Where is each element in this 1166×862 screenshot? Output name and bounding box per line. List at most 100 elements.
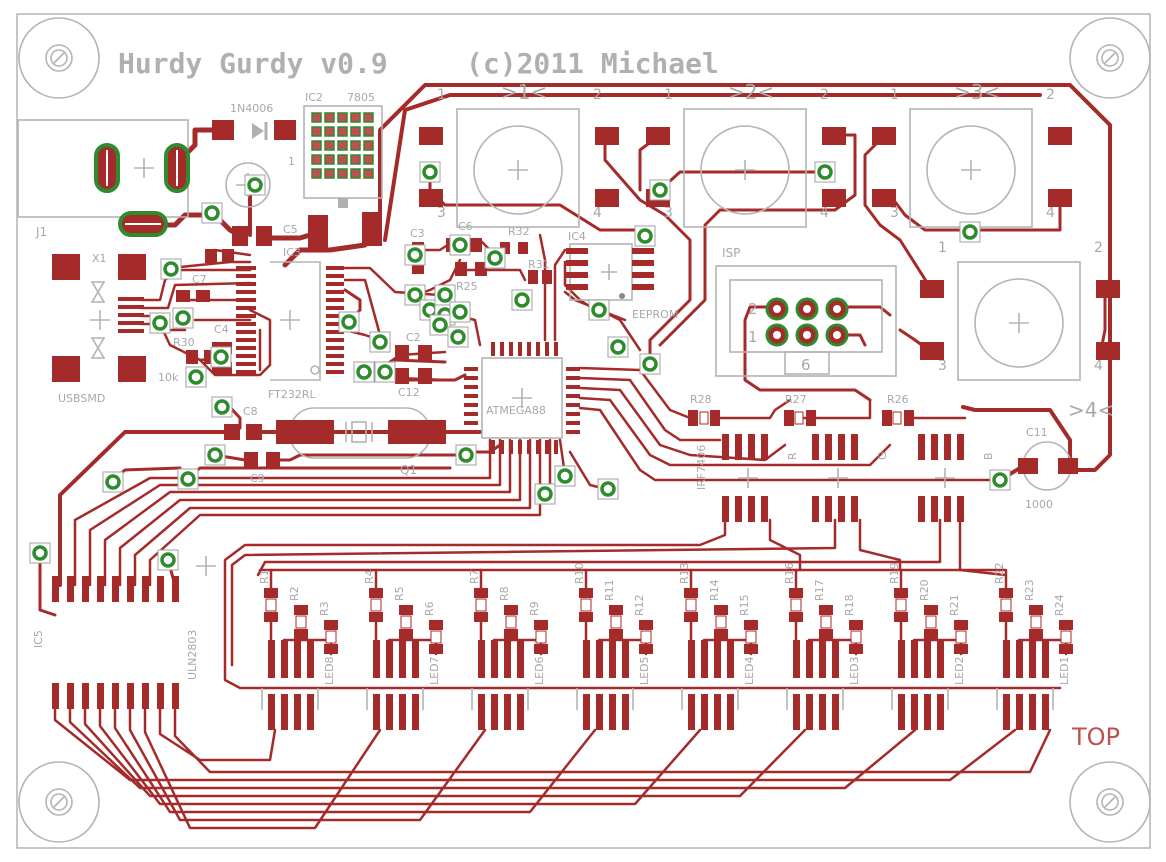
ic3-label: IC3	[283, 246, 301, 259]
led-pin	[937, 694, 944, 730]
mcu-pin	[566, 403, 580, 407]
button-pin-label: 3	[664, 205, 673, 221]
resistor-pad	[579, 588, 593, 598]
c11-value: 1000	[1025, 498, 1053, 511]
resistor-label: R9	[528, 601, 541, 616]
resistor-body	[895, 598, 907, 612]
eeprom-pin	[632, 272, 654, 278]
button-pin-pad	[1096, 280, 1120, 298]
ic2-value: 7805	[347, 91, 375, 104]
resistor-label: R23	[1023, 579, 1036, 601]
button-label-4: >4<	[1068, 398, 1114, 422]
ft232-pin	[236, 330, 256, 334]
led-pin	[1029, 694, 1036, 730]
mcu-pin	[536, 342, 540, 356]
button-pin-label: 2	[1094, 240, 1103, 256]
led-pin	[937, 640, 944, 678]
led-pin	[911, 694, 918, 730]
eeprom-pin	[632, 284, 654, 290]
button-pin-label: 4	[820, 205, 829, 221]
via	[652, 182, 668, 198]
resistor-pad	[609, 629, 623, 639]
isp-pad-hole	[773, 305, 781, 313]
mcu-pin	[464, 376, 478, 380]
eeprom-pin	[632, 248, 654, 254]
button-outline	[456, 108, 580, 228]
mosfet-pin	[931, 434, 938, 460]
via	[557, 468, 573, 484]
mcu-pin	[554, 342, 558, 356]
ic2-thermal-pad	[337, 140, 348, 151]
resistor-pad	[639, 620, 653, 630]
ic5-pin	[82, 683, 89, 709]
led-pin	[517, 694, 524, 730]
ft232-pin	[236, 322, 256, 326]
resistor-body	[955, 630, 967, 644]
mosfet-pin	[957, 434, 964, 460]
resistor-pad	[294, 629, 308, 639]
via	[341, 314, 357, 330]
ft232-pin	[236, 362, 256, 366]
copper-traces	[38, 83, 1112, 830]
label-r26: R26	[887, 393, 909, 406]
resistor-pad	[264, 612, 278, 622]
mcu-pin	[527, 342, 531, 356]
diode-label: 1N4006	[230, 102, 273, 115]
mcu-pin	[464, 367, 478, 371]
led-pin	[819, 640, 826, 678]
button-pin-pad	[595, 127, 619, 145]
led-pin	[596, 640, 603, 678]
mcu-pin	[464, 403, 478, 407]
ft232-pin	[236, 274, 256, 278]
led-pin	[924, 694, 931, 730]
led-pin	[911, 640, 918, 678]
resistor-pad	[1059, 620, 1073, 630]
led-pin	[281, 640, 288, 678]
resistor-pad	[1029, 629, 1043, 639]
j1-label: J1	[35, 225, 47, 239]
resistor-pad	[894, 588, 908, 598]
silkscreen: J1 1N4006 1 IC2 7805 X1 USBSMD IC3 FT232…	[17, 80, 1114, 685]
button-label-2: >2<	[728, 80, 774, 104]
ic5-pin	[52, 683, 59, 709]
mcu-pin	[566, 385, 580, 389]
ic2-thermal-pad	[324, 154, 335, 165]
ic2-thermal-pad	[350, 140, 361, 151]
mcu-pin	[527, 440, 531, 454]
button-pin-pad	[419, 127, 443, 145]
resistor-body	[715, 615, 727, 629]
via	[452, 304, 468, 320]
ft232-pin	[326, 322, 344, 326]
button-pin-pad	[822, 189, 846, 207]
ft232-pin	[236, 298, 256, 302]
led-pin	[793, 694, 800, 730]
led-label-5: LED5	[638, 656, 651, 685]
resistor-pad	[849, 620, 863, 630]
mosfet-pin	[761, 496, 768, 522]
ic5-pin	[97, 683, 104, 709]
resistor-label: R3	[318, 601, 331, 616]
resistor-pad	[924, 605, 938, 615]
led-pin	[609, 694, 616, 730]
via	[214, 399, 230, 415]
mcu-pin	[518, 440, 522, 454]
mcu-pin	[554, 440, 558, 454]
button-outline	[957, 261, 1081, 381]
led-pin	[622, 694, 629, 730]
rgb-channel-b: B	[982, 452, 995, 460]
ic4-value: EEPROM	[632, 308, 678, 321]
ic2-thermal-pad	[363, 126, 374, 137]
label-r31: R31	[528, 258, 550, 271]
via	[32, 545, 48, 561]
led-pin	[268, 640, 275, 678]
led-pin	[1003, 694, 1010, 730]
label-c3: C3	[410, 227, 425, 240]
button-pin-label: 4	[593, 205, 602, 221]
via	[163, 261, 179, 277]
led-pin	[727, 694, 734, 730]
via	[637, 228, 653, 244]
resistor-pad	[369, 588, 383, 598]
resistor-body	[535, 630, 547, 644]
resistor-pad	[999, 612, 1013, 622]
